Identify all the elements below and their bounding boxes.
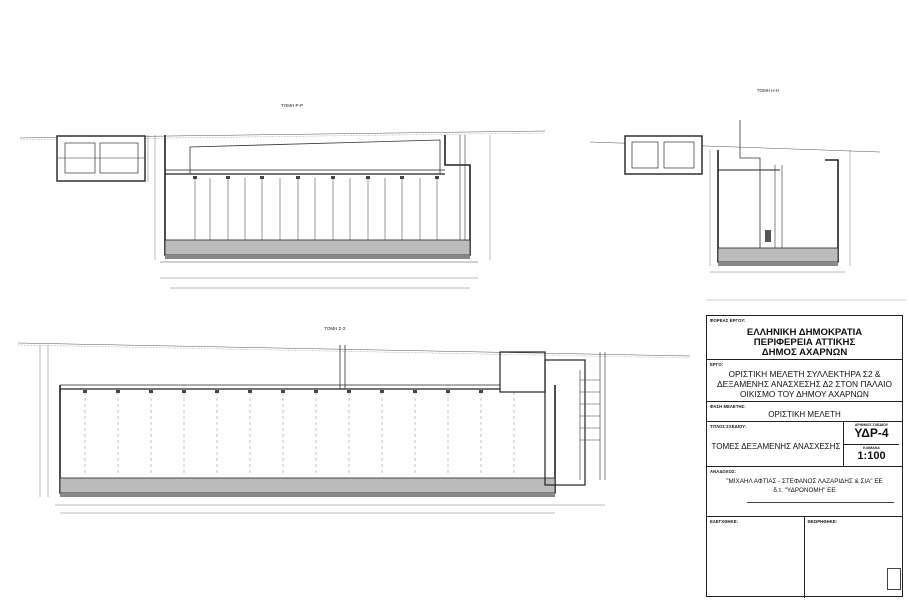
owner-line-2: ΠΕΡΙΦΕΡΕΙΑ ΑΤΤΙΚΗΣ bbox=[753, 337, 856, 348]
endorsed-cell: ΘΕΩΡΗΘΗΚΕ: bbox=[805, 517, 903, 598]
section-ss-drawing: ΤΟΜΗ Σ-Σ bbox=[17, 326, 691, 514]
owner-line-1: ΕΛΛΗΝΙΚΗ ΔΗΜΟΚΡΑΤΙΑ bbox=[746, 327, 863, 338]
phase-row: ΦΑΣΗ ΜΕΛΕΤΗΣ: ΟΡΙΣΤΙΚΗ ΜΕΛΕΤΗ bbox=[707, 402, 902, 422]
project-row: ΕΡΓΟ: ΟΡΙΣΤΙΚΗ ΜΕΛΕΤΗ ΣΥΛΛΕΚΤΗΡΑ Σ2 & ΔΕ… bbox=[707, 360, 902, 402]
drawing-title-row: ΤΙΤΛΟΣ ΣΧΕΔΙΟΥ: ΤΟΜΕΣ ΔΕΞΑΜΕΝΗΣ ΑΝΑΣΧΕΣΗ… bbox=[707, 422, 902, 467]
section-pp-drawing: ΤΟΜΗ Ρ-Ρ bbox=[19, 103, 546, 289]
designer-label: ΑΝΑΔΟΧΟΣ: bbox=[710, 469, 737, 474]
drawing-title-label: ΤΙΤΛΟΣ ΣΧΕΔΙΟΥ: bbox=[710, 424, 747, 429]
owner-row: ΦΟΡΕΑΣ ΕΡΓΟΥ: ΕΛΛΗΝΙΚΗ ΔΗΜΟΚΡΑΤΙΑ ΠΕΡΙΦΕ… bbox=[707, 316, 902, 360]
signature-cells bbox=[747, 502, 894, 513]
drawing-no: ΥΔΡ-4 bbox=[854, 426, 889, 440]
project-line-2: ΔΕΞΑΜΕΝΗΣ ΑΝΑΣΧΕΣΗΣ Δ2 ΣΤΟΝ ΠΑΛΑΙΟ bbox=[716, 379, 892, 389]
project-line-1: ΟΡΙΣΤΙΚΗ ΜΕΛΕΤΗ ΣΥΛΛΕΚΤΗΡΑ Σ2 & bbox=[728, 369, 881, 379]
title-block: ΦΟΡΕΑΣ ΕΡΓΟΥ: ΕΛΛΗΝΙΚΗ ΔΗΜΟΚΡΑΤΙΑ ΠΕΡΙΦΕ… bbox=[706, 315, 903, 598]
approved-cell: ΕΛΕΓΧΘΗΚΕ: bbox=[707, 517, 805, 598]
section-pp-title: ΤΟΜΗ Ρ-Ρ bbox=[281, 103, 303, 108]
scale-value: 1:100 bbox=[857, 450, 886, 462]
designer-line-1: "ΜΙΧΑΗΛ ΑΦΤΙΑΣ - ΣΤΕΦΑΝΟΣ ΛΑΖΑΡΙΔΗΣ & ΣΙ… bbox=[726, 478, 883, 485]
section-ss-title: ΤΟΜΗ Σ-Σ bbox=[324, 326, 346, 331]
scale-label: ΚΛΙΜΑΚΑ bbox=[863, 446, 880, 450]
owner-label: ΦΟΡΕΑΣ ΕΡΓΟΥ: bbox=[710, 318, 746, 323]
official-seal-icon bbox=[887, 568, 901, 590]
owner-line-3: ΔΗΜΟΣ ΑΧΑΡΝΩΝ bbox=[761, 347, 848, 358]
section-hh-drawing: ΤΟΜΗ Η-Η bbox=[589, 88, 881, 273]
phase-value: ΟΡΙΣΤΙΚΗ ΜΕΛΕΤΗ bbox=[768, 410, 841, 419]
drawing-code-box: ΑΡΙΘΜΟΣ ΣΧΕΔΙΟΥ ΥΔΡ-4 ΚΛΙΜΑΚΑ 1:100 bbox=[843, 422, 899, 466]
section-hh-title: ΤΟΜΗ Η-Η bbox=[757, 88, 779, 93]
approved-label: ΕΛΕΓΧΘΗΚΕ: bbox=[710, 519, 739, 524]
project-line-3: ΟΙΚΙΣΜΟ ΤΟΥ ΔΗΜΟΥ ΑΧΑΡΝΩΝ bbox=[740, 389, 869, 399]
endorsed-label: ΘΕΩΡΗΘΗΚΕ: bbox=[807, 519, 838, 524]
drawing-title: ΤΟΜΕΣ ΔΕΞΑΜΕΝΗΣ ΑΝΑΣΧΕΣΗΣ bbox=[711, 442, 841, 451]
phase-label: ΦΑΣΗ ΜΕΛΕΤΗΣ: bbox=[710, 404, 746, 409]
designer-line-2: δ.τ. "ΥΔΡΟΝΟΜΗ" ΕΕ bbox=[773, 487, 836, 494]
project-label: ΕΡΓΟ: bbox=[710, 362, 724, 367]
drawing-no-label: ΑΡΙΘΜΟΣ ΣΧΕΔΙΟΥ bbox=[854, 423, 889, 427]
designer-row: ΑΝΑΔΟΧΟΣ: "ΜΙΧΑΗΛ ΑΦΤΙΑΣ - ΣΤΕΦΑΝΟΣ ΛΑΖΑ… bbox=[707, 467, 902, 517]
